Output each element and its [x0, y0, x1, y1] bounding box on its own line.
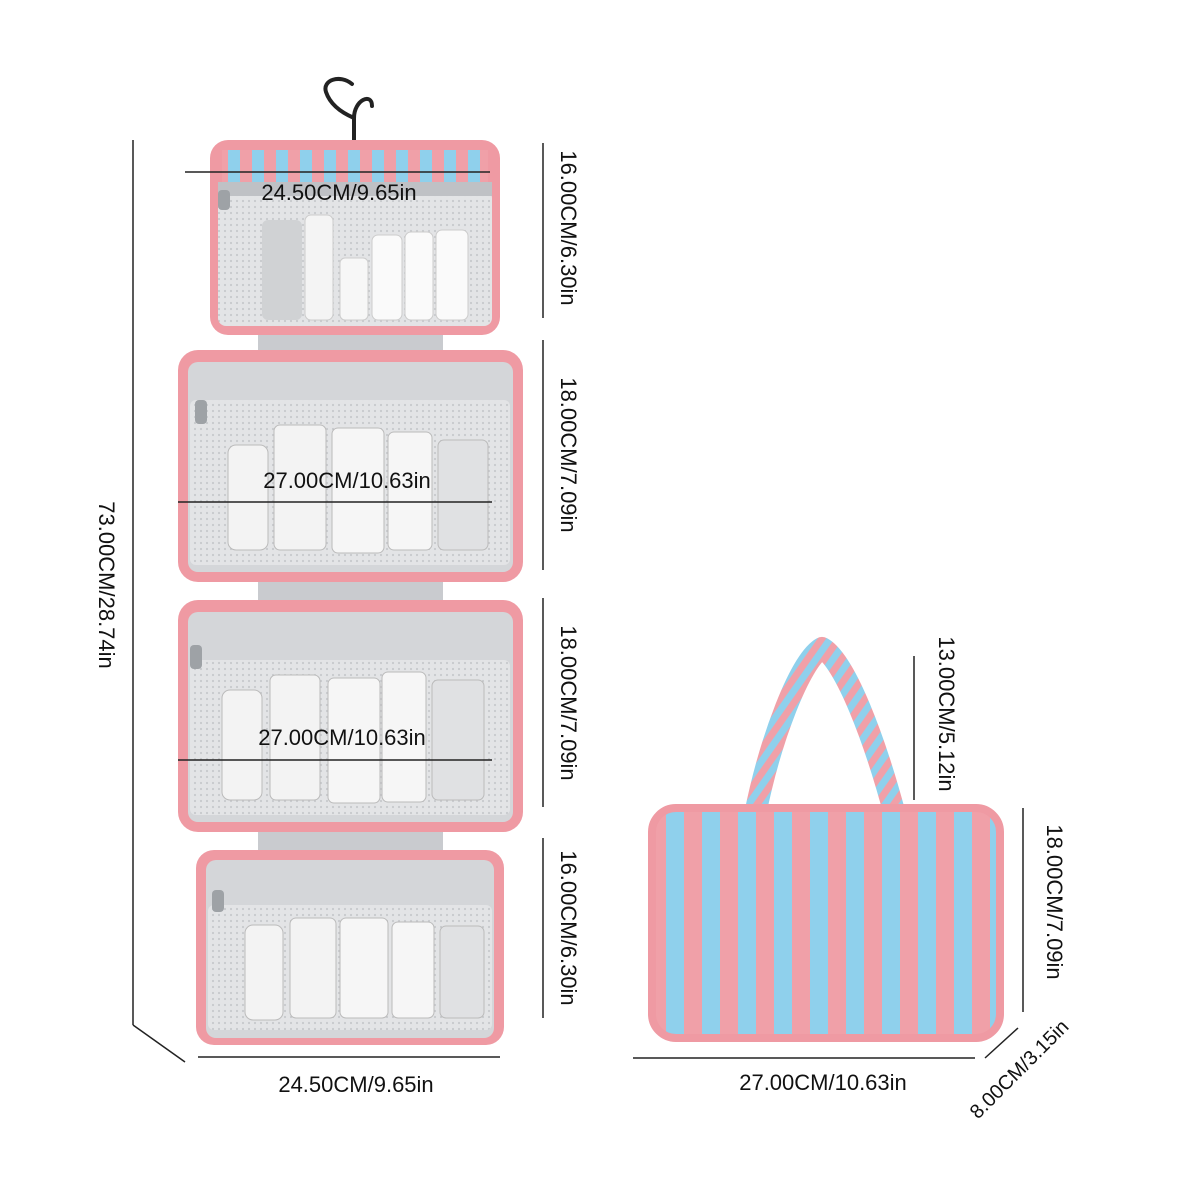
toiletry-bottles: [262, 214, 469, 321]
zipper-pull-icon: [212, 890, 224, 912]
body-height-label: 18.00CM/7.09in: [1042, 824, 1067, 980]
section-2-height-label: 18.00CM/7.09in: [556, 377, 581, 533]
toiletry-bottles: [221, 671, 485, 804]
total-length-label: 73.00CM/28.74in: [94, 501, 119, 669]
closed-width-label: 27.00CM/10.63in: [739, 1070, 907, 1095]
hanger-hook-icon: [323, 76, 374, 152]
hanging-bag: [178, 76, 523, 1045]
dimension-lines: [132, 140, 1024, 1063]
bag-section-1: [210, 140, 500, 335]
handle-height-label: 13.00CM/5.12in: [934, 636, 959, 792]
section-1-height-label: 16.00CM/6.30in: [556, 150, 581, 306]
section-3-width-label: 27.00CM/10.63in: [258, 725, 426, 750]
section-4-height-label: 16.00CM/6.30in: [556, 850, 581, 1006]
section-3-height-label: 18.00CM/7.09in: [556, 625, 581, 781]
section-1-width-label: 24.50CM/9.65in: [261, 180, 417, 205]
bottom-width-label: 24.50CM/9.65in: [278, 1072, 434, 1097]
zipper-pull-icon: [190, 645, 202, 669]
zipper-pull-icon: [218, 190, 230, 210]
toiletry-bottles: [227, 424, 489, 554]
bag-section-3: [178, 600, 523, 832]
bag-handle: [744, 637, 906, 818]
section-2-width-label: 27.00CM/10.63in: [263, 468, 431, 493]
closed-bag: [648, 637, 1004, 1042]
bag-body: [652, 808, 1000, 1038]
zipper-pull-icon: [195, 400, 207, 424]
bag-section-4: [196, 850, 504, 1045]
bag-section-2: [178, 350, 523, 582]
toiletry-bottles: [244, 917, 485, 1021]
